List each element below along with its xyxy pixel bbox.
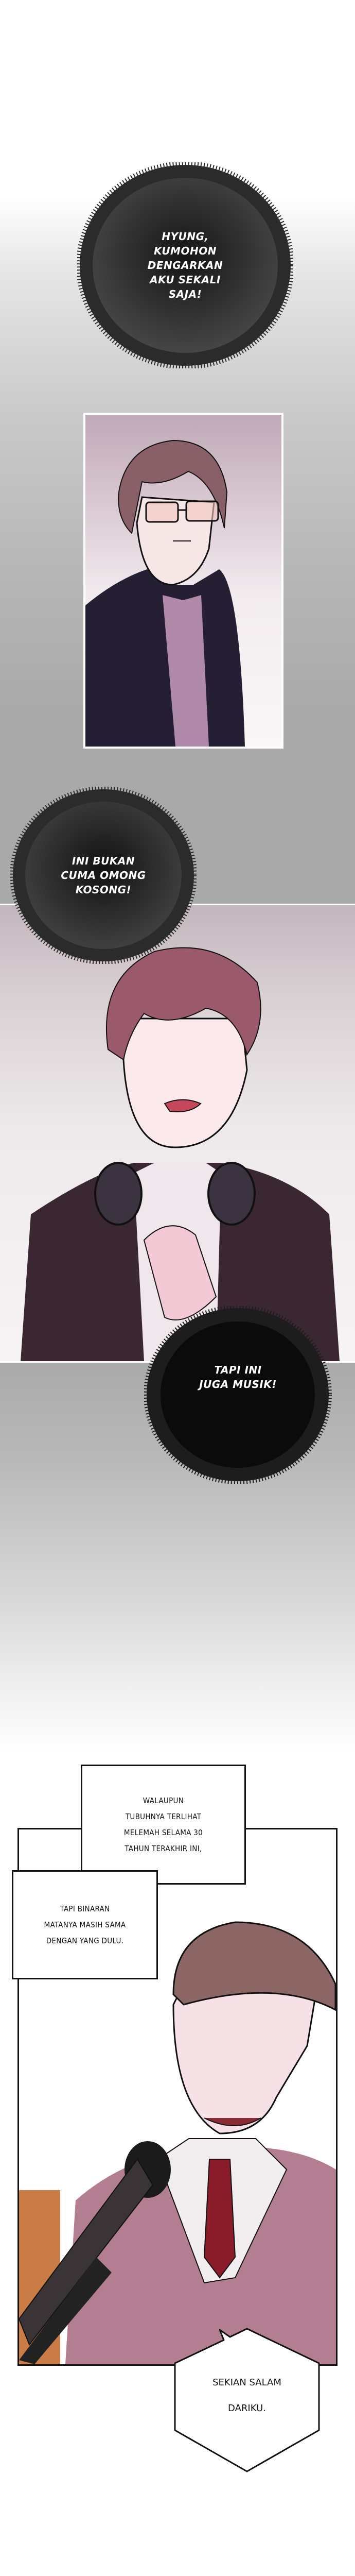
narration-line: TAHUN TERAKHIR INI, [125, 1843, 202, 1853]
spiky-bubble-shape [10, 787, 197, 964]
narration-line: WALAUPUN [143, 1795, 184, 1805]
hexagon-bubble-shape [174, 2328, 320, 2472]
panel-1-glasses-man [83, 413, 283, 749]
character-illustration-glasses-man [85, 439, 245, 747]
narration-line: MELEMAH SELAMA 30 [123, 1827, 203, 1837]
bubble-line: AKU SEKALI [150, 274, 221, 286]
bubble-3-text: TAPI INI JUGA MUSIK! [144, 1306, 332, 1484]
bubble-line: SEKIAN SALAM [212, 2377, 281, 2388]
narration-box-b: TAPI BINARAN MATANYA MASIH SAMA DENGAN Y… [12, 1870, 158, 1979]
character-illustration-elderly-man [19, 1921, 336, 2364]
narration-line: TAPI BINARAN [60, 1904, 110, 1913]
bubble-line: INI BUKAN [72, 855, 135, 867]
narration-line: TUBUHNYA TERLIHAT [125, 1811, 202, 1821]
bubble-line: SAJA! [168, 288, 202, 300]
narration-line: DENGAN YANG DULU. [46, 1936, 124, 1945]
spiky-bubble-shape [77, 162, 293, 368]
panel-2-curly-hair-man [0, 904, 355, 1363]
bubble-line: KOSONG! [75, 884, 132, 896]
bubble-line: TAPI INI [214, 1363, 262, 1376]
hexagon-bubble-text: SEKIAN SALAM DARIKU. [172, 2370, 322, 2421]
speech-bubble-3: TAPI INI JUGA MUSIK! [144, 1306, 332, 1484]
narration-line: MATANYA MASIH SAMA [44, 1920, 126, 1929]
narration-box-a: WALAUPUN TUBUHNYA TERLIHAT MELEMAH SELAM… [81, 1765, 246, 1885]
character-illustration-curly-hair-man [21, 947, 340, 1361]
speech-bubble-1: HYUNG, KUMOHON DENGARKAN AKU SEKALI SAJA… [77, 162, 293, 368]
bubble-line: HYUNG, [162, 230, 209, 243]
bubble-line: KUMOHON [154, 245, 217, 257]
bubble-2-text: INI BUKAN CUMA OMONG KOSONG! [10, 787, 197, 964]
bubble-line: DENGARKAN [147, 259, 223, 272]
bubble-line: DARIKU. [228, 2403, 266, 2414]
bubble-line: CUMA OMONG [61, 869, 146, 882]
bubble-line: JUGA MUSIK! [199, 1378, 277, 1391]
bubble-1-text: HYUNG, KUMOHON DENGARKAN AKU SEKALI SAJA… [77, 162, 293, 368]
speech-bubble-hexagon: SEKIAN SALAM DARIKU. [172, 2325, 322, 2474]
spiky-bubble-shape [144, 1306, 332, 1484]
speech-bubble-2: INI BUKAN CUMA OMONG KOSONG! [10, 787, 197, 964]
